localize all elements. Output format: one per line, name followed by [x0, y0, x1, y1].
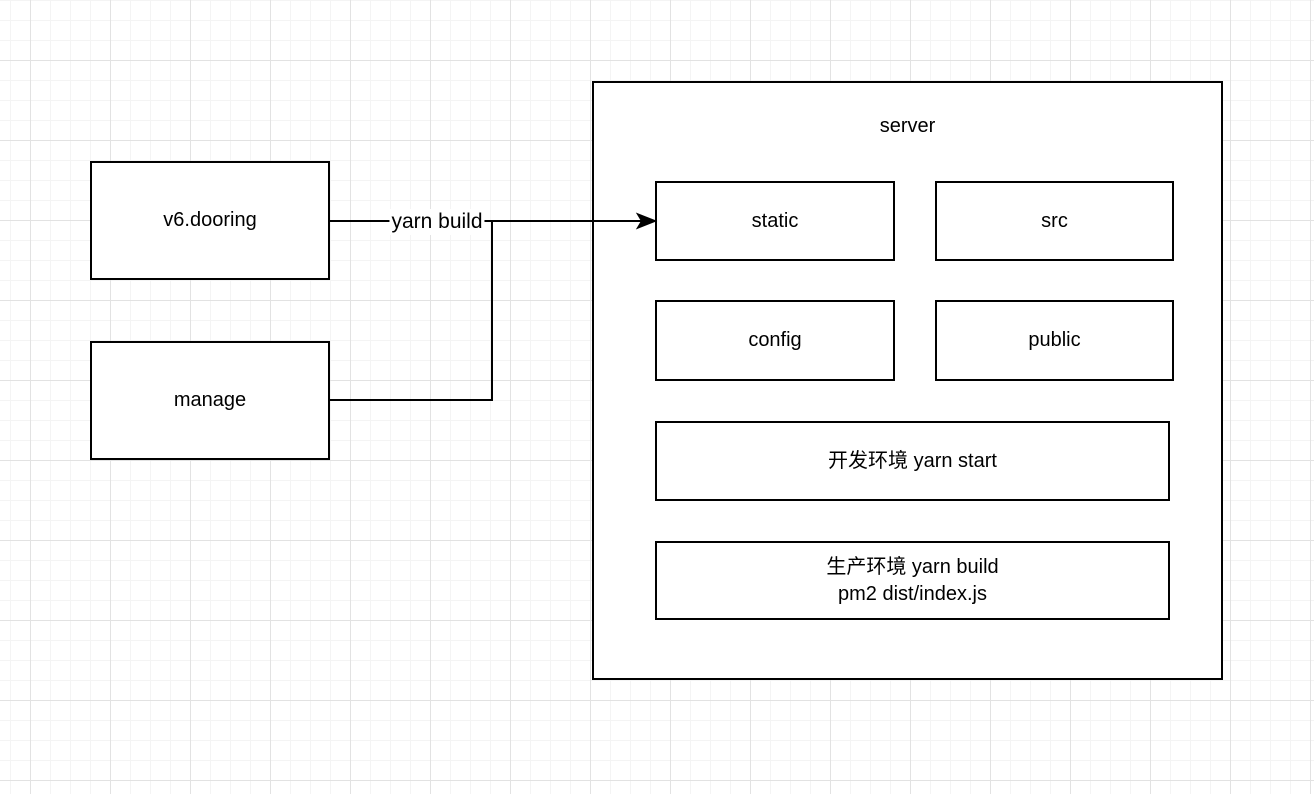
- node-v6-dooring-label: v6.dooring: [163, 209, 257, 231]
- node-public-label: public: [1028, 329, 1081, 351]
- node-prod-env: 生产环境 yarn build pm2 dist/index.js: [655, 541, 1170, 620]
- node-dev-env-label: 开发环境 yarn start: [828, 449, 997, 472]
- node-manage: manage: [90, 341, 330, 460]
- edge-manage-line: [330, 222, 493, 401]
- edge-label-yarn-build: yarn build: [389, 209, 485, 235]
- node-src: src: [935, 181, 1174, 261]
- node-public: public: [935, 300, 1174, 381]
- node-config: config: [655, 300, 895, 381]
- node-server-label: server: [879, 115, 936, 137]
- node-static-label: static: [751, 209, 799, 232]
- node-prod-env-label-line1: 生产环境 yarn build: [826, 555, 999, 578]
- node-src-label: src: [1041, 209, 1068, 232]
- node-prod-env-label-line2: pm2 dist/index.js: [838, 582, 987, 605]
- node-static: static: [655, 181, 895, 261]
- node-server: server static src config public 开发环境 yar…: [592, 81, 1223, 680]
- node-dev-env: 开发环境 yarn start: [655, 421, 1170, 501]
- node-manage-label: manage: [173, 389, 247, 411]
- node-v6-dooring: v6.dooring: [90, 161, 330, 280]
- node-config-label: config: [748, 329, 802, 351]
